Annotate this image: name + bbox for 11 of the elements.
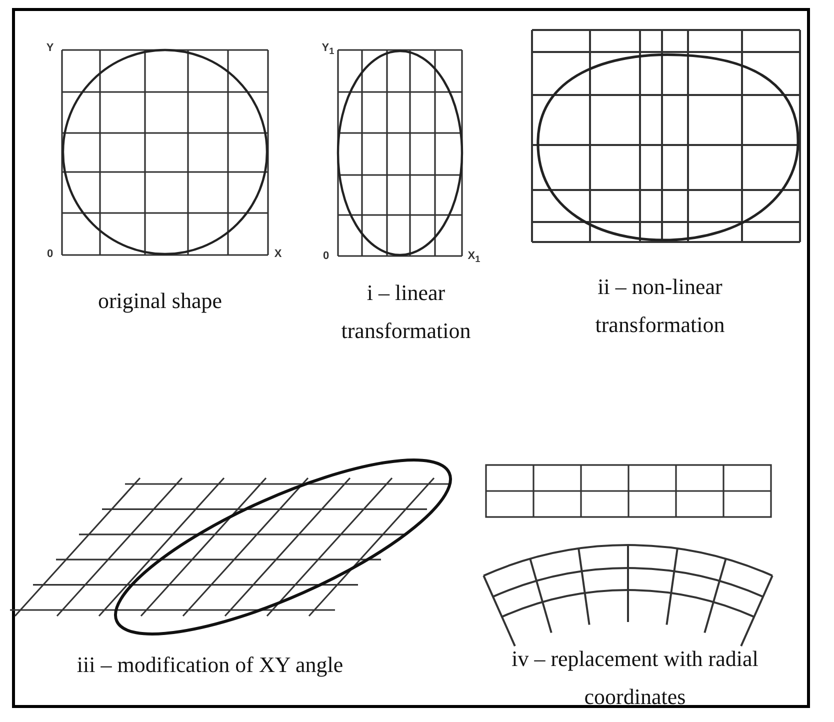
caption: original shape: [96, 287, 224, 315]
caption: iv – replacement with radial coordinates: [510, 645, 760, 711]
axis-label: X$_{1}$: [466, 250, 482, 264]
caption: ii – non-linear transformation: [594, 273, 726, 339]
axis-label: Y: [45, 42, 55, 54]
axis-label: 0: [322, 250, 330, 262]
axis-label: 0: [46, 248, 54, 260]
axis-label: Y$_{1}$: [320, 42, 336, 56]
caption: i – linear transformation: [340, 279, 472, 345]
axis-label: X: [273, 248, 283, 260]
caption: iii – modification of XY angle: [76, 651, 344, 679]
